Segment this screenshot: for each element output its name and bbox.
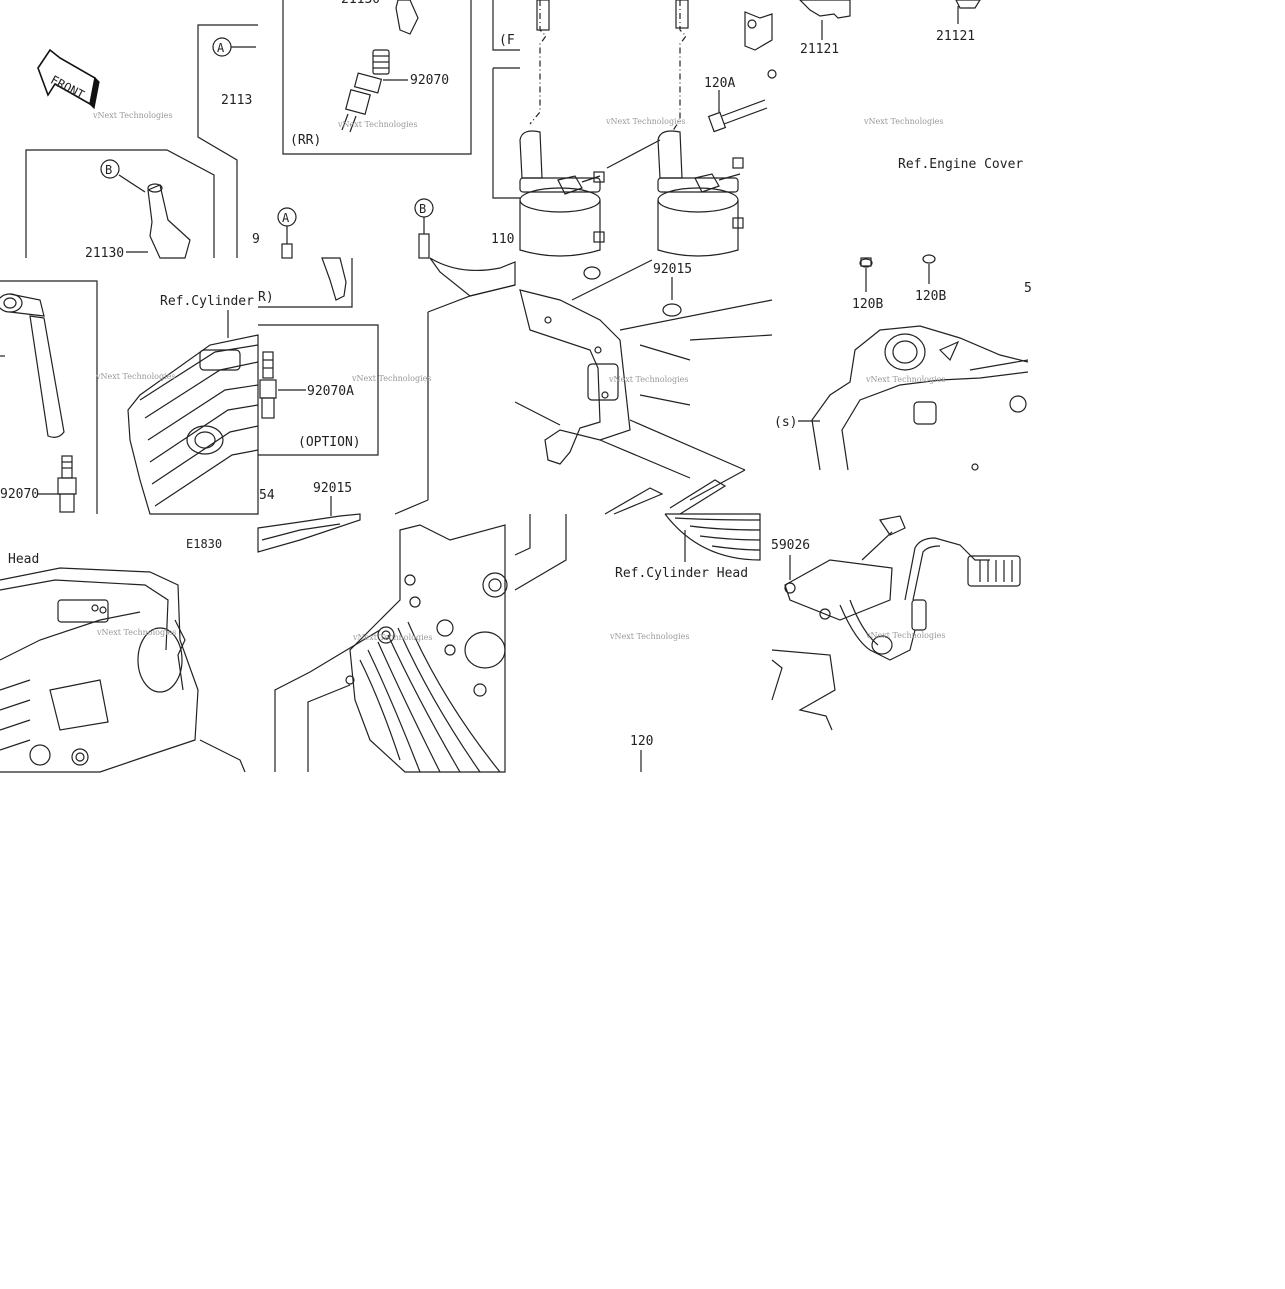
- tile-front-coil-tube: 92070: [0, 280, 98, 514]
- callout-a2-label: A: [282, 211, 290, 225]
- part-fragment-54: 54: [259, 488, 275, 503]
- head-fin-fragment: [664, 513, 761, 561]
- rear-cylinder-outline: [349, 524, 506, 773]
- watermark: vNext Technologies: [608, 375, 688, 384]
- bolt-120b-right-icon: [922, 254, 936, 264]
- part-label-2113: 2113: [221, 93, 252, 108]
- watermark: vNext Technologies: [95, 372, 175, 381]
- part-label-92015-bracket: 92015: [653, 262, 692, 277]
- watermark: vNext Technologies: [96, 628, 176, 637]
- head-casting-outline: [0, 567, 199, 773]
- tile-coil-bracket: 92015: [514, 259, 773, 515]
- tile-ref-cylinder-head: Ref.Cylinder Head 120: [514, 513, 761, 772]
- watermark: vNext Technologies: [351, 374, 431, 383]
- tile-cylinder-head-front: Ref.Cylinder: [127, 294, 259, 515]
- part-label-59026: 59026: [771, 538, 810, 553]
- part-label-21130: 21130: [85, 246, 124, 261]
- tile-sensor-59026: 59026: [771, 515, 1021, 731]
- part-label-110: 110: [491, 232, 514, 247]
- ignition-coil-left-icon: [519, 130, 605, 257]
- tile-right-coils-top: 21121 21121 Ref.Engine Cover: [799, 0, 1023, 172]
- cylinder-head-shape: [127, 334, 259, 515]
- part-label-92070-front: 92070: [0, 487, 39, 502]
- watermark: vNext Technologies: [605, 117, 685, 126]
- part-label-21130-top: 21130: [341, 0, 380, 7]
- part-label-21121-a: 21121: [800, 42, 839, 57]
- coil-tube-shape: [395, 0, 419, 35]
- bolt-120b-left-icon: [859, 257, 873, 268]
- callout-b2-label: B: [419, 202, 426, 216]
- washer-icon: [662, 303, 682, 317]
- spark-plug-option-icon: [259, 351, 277, 419]
- part-label-120b-a: 120B: [852, 297, 883, 312]
- part-label-120: 120: [630, 734, 653, 749]
- front-arrow-icon: FRONT: [37, 48, 100, 110]
- tile-washer-92015: 54 92015: [257, 481, 361, 553]
- part-label-92070a: 92070A: [307, 384, 354, 399]
- watermark: vNext Technologies: [92, 111, 172, 120]
- rr-tag: (RR): [290, 133, 321, 148]
- intake-port-shape: [137, 627, 183, 693]
- callout-a-label: A: [217, 41, 225, 55]
- r-tag: R): [258, 290, 274, 305]
- tile-rear-cylinder-fins: [274, 524, 508, 773]
- part-label-21121-b: 21121: [936, 29, 975, 44]
- part-label-120b-b: 120B: [915, 289, 946, 304]
- watermark: vNext Technologies: [337, 120, 417, 129]
- tile-rear-head-top: B 110: [394, 198, 516, 515]
- ref-cylinder: Ref.Cylinder: [160, 294, 254, 309]
- tile-cylinder-head-rear: Head E1830: [0, 537, 246, 773]
- option-tag: (OPTION): [298, 435, 361, 450]
- tile-rear-spark-plug: 21130 92070 (RR): [282, 0, 472, 155]
- tile-ignition-coils: (F 1: [492, 0, 777, 257]
- bolt-120a-icon: [707, 69, 777, 133]
- part-label-120a: 120A: [704, 76, 735, 91]
- part-fragment-5: 5: [1024, 281, 1032, 296]
- sensor-bracket-shape: [784, 559, 893, 621]
- head-label: Head: [8, 552, 39, 567]
- callout-b-label: B: [105, 163, 112, 177]
- s-tag: (s): [774, 415, 797, 430]
- front-tag-fragment: (F: [499, 33, 515, 48]
- engine-cover-outline: [811, 325, 1029, 471]
- watermark: vNext Technologies: [352, 633, 432, 642]
- coil-tube-long-shape: [29, 315, 65, 438]
- ref-cylinder-head: Ref.Cylinder Head: [615, 566, 748, 581]
- ref-engine-cover: Ref.Engine Cover: [898, 157, 1023, 172]
- coil-bracket-shape: [519, 289, 631, 465]
- plug-boot-shape: [147, 184, 191, 259]
- watermark: vNext Technologies: [865, 375, 945, 384]
- diagram-code: E1830: [186, 537, 222, 551]
- spark-plug-icon: [341, 49, 390, 133]
- tile-engine-cover: 120B 120B 5 (s): [774, 254, 1032, 471]
- part-fragment-9: 9: [252, 232, 260, 247]
- part-label-92015: 92015: [313, 481, 352, 496]
- connector-icon: [967, 555, 1021, 587]
- ignition-coil-right-icon: [657, 130, 744, 257]
- callout-b-circle: [100, 159, 120, 179]
- watermark: vNext Technologies: [863, 117, 943, 126]
- part-label-92070-rr: 92070: [410, 73, 449, 88]
- watermarks: vNext Technologies vNext Technologies vN…: [92, 111, 945, 642]
- watermark: vNext Technologies: [865, 631, 945, 640]
- bolt-120-b-icon: [669, 479, 727, 515]
- bolt-120-a-icon: [604, 487, 664, 515]
- watermark: vNext Technologies: [609, 632, 689, 641]
- tile-option-plug: A 9 R) 92070A (OPTION): [252, 207, 379, 456]
- spark-plug-front-icon: [57, 455, 77, 513]
- tile-front-coil-boot: FRONT A 2113 B 21130: [25, 24, 258, 261]
